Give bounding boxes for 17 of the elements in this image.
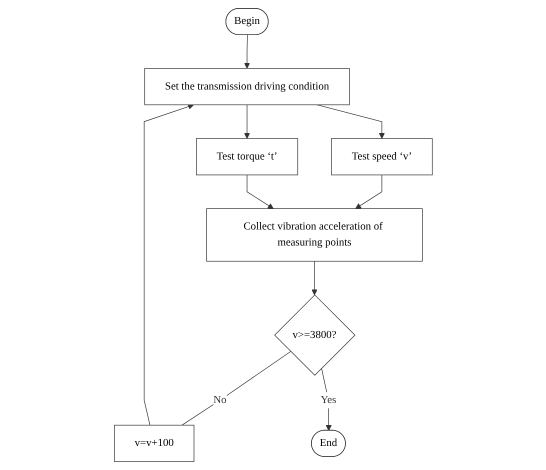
arrow (354, 174, 382, 209)
edge-label: No (212, 394, 226, 406)
node-box: v=v+100 (114, 424, 194, 462)
arrow (244, 104, 250, 139)
node-diamond: v>=3800? (274, 294, 356, 376)
arrow (246, 174, 274, 209)
connector (181, 351, 291, 426)
arrow (320, 368, 332, 431)
arrow (244, 34, 250, 69)
node-box: Set the transmission driving condition (144, 68, 350, 106)
node-box: Collect vibration acceleration of measuring points (206, 208, 422, 262)
node-box: Test speed ‘v’ (330, 138, 432, 176)
arrow (316, 104, 384, 139)
arrow (143, 104, 194, 426)
edge-label: Yes (320, 394, 336, 406)
arrow (311, 260, 318, 296)
node-box: Test torque ‘t’ (196, 138, 298, 176)
